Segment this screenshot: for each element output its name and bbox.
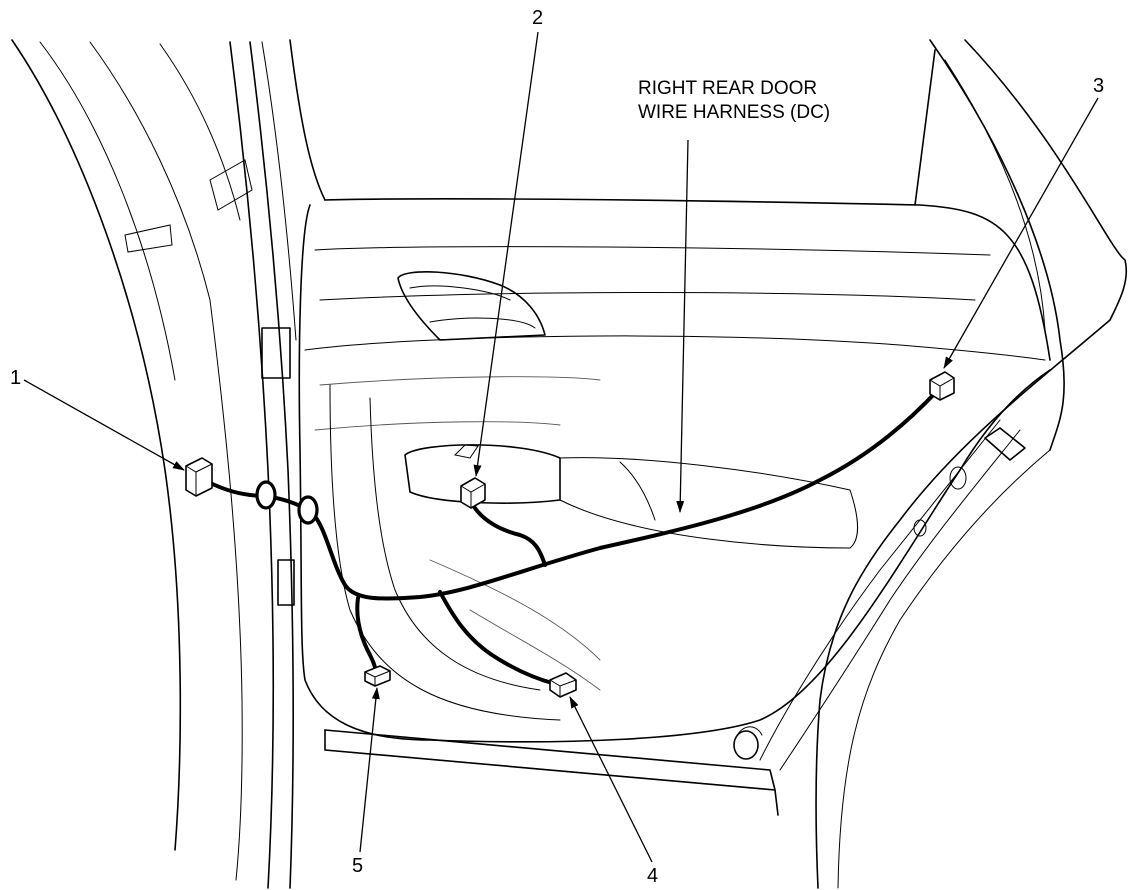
rear-body (733, 39, 1128, 889)
callout-5: 5 (352, 855, 363, 877)
leader-lines (23, 31, 1099, 863)
callout-2: 2 (532, 7, 543, 29)
connector-2 (460, 477, 486, 509)
grommet-lower (297, 495, 319, 525)
callout-4: 4 (647, 865, 658, 887)
connector-5 (364, 665, 391, 687)
harness-label-line1: RIGHT REAR DOOR (638, 78, 817, 99)
callout-1: 1 (10, 367, 21, 389)
wire-harness (206, 388, 940, 686)
door-panel (298, 198, 1051, 816)
harness-label-line2: WIRE HARNESS (DC) (638, 102, 830, 123)
connector-4 (549, 672, 577, 698)
callout-3: 3 (1093, 75, 1104, 97)
connector-1 (185, 457, 213, 497)
body-pillar (11, 39, 326, 889)
connector-3 (929, 371, 955, 401)
grommet-upper (255, 480, 277, 510)
